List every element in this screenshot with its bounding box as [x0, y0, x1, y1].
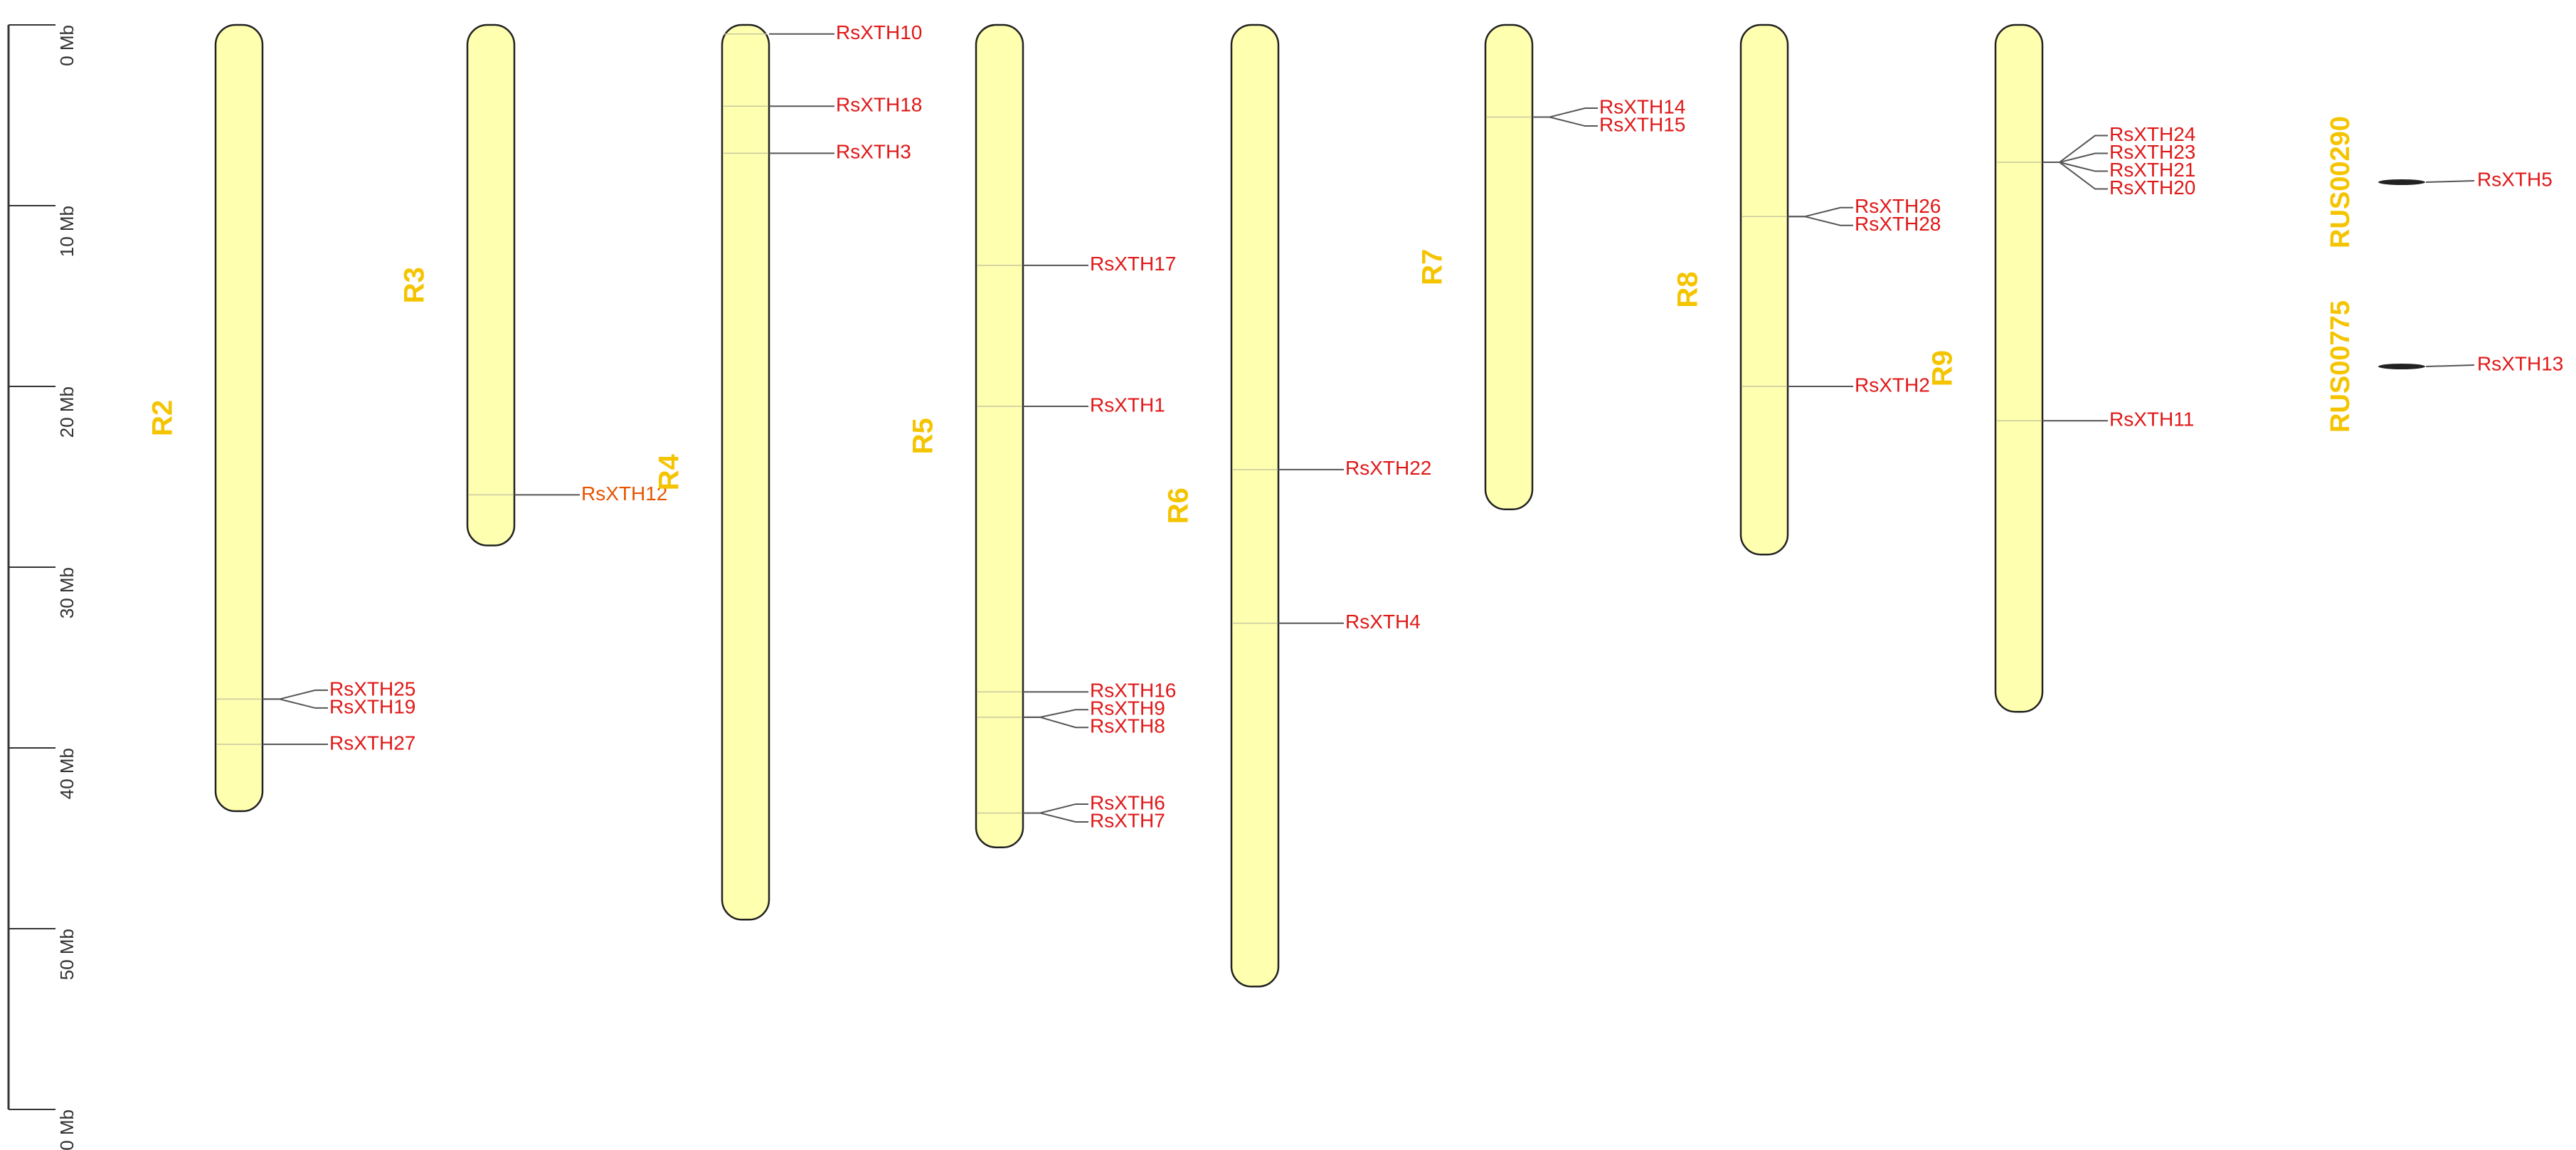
gene-connector — [1788, 206, 1853, 218]
chromosome-body — [721, 23, 770, 921]
gene-label: RsXTH14 — [1599, 95, 1685, 117]
gene-connector — [1788, 216, 1853, 226]
chromosome-r5: R5 RsXTH17RsXTH1RsXTH16RsXTH9RsXTH8RsXTH6… — [908, 23, 1176, 848]
gene-label: RsXTH24 — [2109, 123, 2195, 145]
gene-label: RsXTH25 — [329, 677, 415, 700]
chromosome-label: R5 — [908, 418, 939, 454]
gene-label: RsXTH10 — [836, 21, 922, 43]
gene-connector — [1023, 709, 1088, 718]
gene-label: RsXTH23 — [2109, 141, 2195, 163]
gene-label: RsXTH15 — [1599, 113, 1685, 135]
scale-tick-label: 60 Mb — [56, 1109, 78, 1150]
chromosome-group: R2RsXTH25RsXTH19RsXTH27R3RsXTH12R4RsXTH1… — [147, 21, 2195, 988]
chromosome-body — [1484, 23, 1534, 510]
chromosome-body — [1994, 23, 2044, 713]
chromosome-body — [214, 23, 264, 813]
gene-label: RsXTH18 — [836, 94, 922, 116]
gene-connector — [263, 689, 328, 700]
gene-label: RsXTH7 — [1090, 809, 1165, 831]
chromosome-label: R8 — [1673, 272, 1704, 308]
gene-label: RsXTH1 — [1090, 394, 1165, 416]
gene-label: RsXTH22 — [1345, 457, 1431, 479]
gene-label: RsXTH4 — [1345, 611, 1421, 633]
gene-connector — [1023, 716, 1088, 729]
scaffold-rus00290: RUS00290 RsXTH5 — [2326, 116, 2553, 248]
chromosome-label: R6 — [1163, 487, 1194, 524]
chromosome-label: R7 — [1417, 249, 1448, 285]
gene-label: RsXTH5 — [2477, 168, 2553, 190]
gene-connector — [263, 698, 328, 709]
scale-tick-label: 20 Mb — [56, 386, 78, 438]
scaffold-label: RUS00290 — [2326, 116, 2355, 248]
gene-label: RsXTH13 — [2477, 352, 2563, 374]
gene-connector — [1023, 803, 1088, 814]
gene-label: RsXTH6 — [1090, 791, 1165, 813]
chromosome-label: R9 — [1927, 350, 1958, 386]
gene-connector — [2042, 152, 2108, 164]
scaffold-body — [2378, 179, 2425, 185]
gene-connector — [2425, 364, 2475, 367]
gene-label: RsXTH27 — [329, 732, 415, 754]
scale-tick-label: 40 Mb — [56, 748, 78, 799]
gene-connector — [2042, 162, 2108, 172]
gene-connector — [2425, 180, 2475, 183]
gene-label: RsXTH28 — [1855, 213, 1941, 235]
chromosome-body — [466, 23, 516, 547]
gene-label: RsXTH21 — [2109, 159, 2195, 181]
chromosome-body — [1230, 23, 1280, 988]
gene-label: RsXTH12 — [581, 482, 667, 505]
gene-connector — [1532, 107, 1598, 118]
gene-label: RsXTH3 — [836, 141, 911, 163]
scale-tick-label: 0 Mb — [56, 25, 78, 66]
scaffold-body — [2378, 364, 2425, 369]
chromosome-label: R4 — [654, 453, 685, 490]
gene-label: RsXTH11 — [2109, 408, 2194, 431]
gene-label: RsXTH9 — [1090, 697, 1165, 719]
chromosome-body — [1739, 23, 1789, 556]
gene-label: RsXTH20 — [2109, 176, 2195, 199]
scale-bar: 0 Mb 10 Mb 20 Mb 30 Mb 40 Mb 50 Mb 60 Mb — [7, 24, 78, 1150]
scaffold-label: RUS00775 — [2326, 300, 2355, 433]
scaffold-rus00775: RUS00775 RsXTH13 — [2326, 300, 2563, 433]
chromosome-body — [975, 23, 1024, 848]
chromosome-label: R2 — [147, 400, 179, 436]
gene-connector — [1532, 116, 1598, 127]
scale-tick-label: 30 Mb — [56, 567, 78, 618]
chromosome-label: R3 — [399, 267, 430, 303]
gene-connector — [1023, 812, 1088, 823]
gene-label: RsXTH2 — [1855, 374, 1930, 396]
gene-label: RsXTH16 — [1090, 680, 1176, 702]
scale-tick-label: 10 Mb — [56, 206, 78, 257]
gene-label: RsXTH19 — [329, 695, 415, 717]
gene-label: RsXTH8 — [1090, 715, 1165, 737]
gene-label: RsXTH26 — [1855, 195, 1941, 217]
scale-tick-label: 50 Mb — [56, 929, 78, 980]
gene-label: RsXTH17 — [1090, 253, 1176, 275]
gene-connector — [2042, 162, 2108, 190]
